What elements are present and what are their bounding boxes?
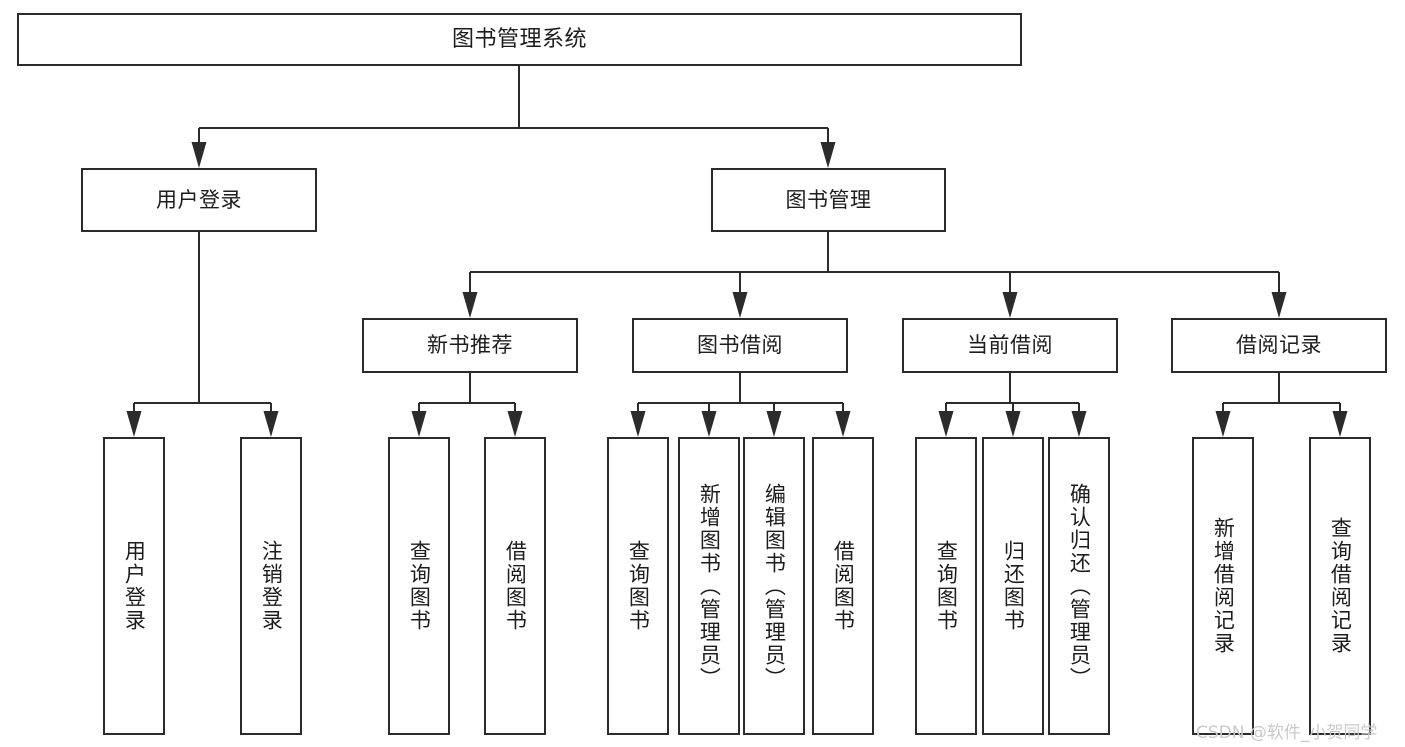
node-root: 图书管理系统 — [17, 13, 1022, 66]
node-leaf-query-borrow-record: 查询借阅记录 — [1309, 437, 1371, 735]
node-label-borrow-record: 借阅记录 — [1236, 333, 1322, 358]
connector-root-to-level2 — [191, 66, 836, 168]
node-label-leaf-borrow-book-recommend: 借阅图书 — [503, 540, 528, 632]
node-leaf-query-book-current: 查询图书 — [915, 437, 977, 735]
node-label-book-borrow: 图书借阅 — [697, 333, 783, 358]
node-user-login: 用户登录 — [81, 168, 317, 232]
node-current-borrow: 当前借阅 — [902, 318, 1118, 373]
node-leaf-edit-book: 编辑图书（管理员） — [743, 437, 805, 735]
node-leaf-user-login: 用户登录 — [103, 437, 165, 735]
node-label-leaf-query-book-current: 查询图书 — [934, 540, 959, 632]
connector-new-book-recommend-to-leaves — [411, 373, 523, 437]
connector-book-borrow-to-leaves — [630, 373, 851, 437]
node-leaf-query-book-recommend: 查询图书 — [388, 437, 450, 735]
node-label-book-management: 图书管理 — [785, 187, 872, 212]
node-new-book-recommend: 新书推荐 — [362, 318, 578, 373]
node-label-leaf-logout: 注销登录 — [259, 540, 284, 632]
watermark: CSDN @软件_小贺同学 — [1196, 723, 1378, 743]
node-book-management: 图书管理 — [711, 168, 946, 232]
node-label-leaf-borrow-book: 借阅图书 — [831, 540, 856, 632]
node-label-leaf-add-book: 新增图书（管理员） — [697, 482, 722, 690]
node-leaf-borrow-book-recommend: 借阅图书 — [484, 437, 546, 735]
node-leaf-add-borrow-record: 新增借阅记录 — [1192, 437, 1254, 735]
node-leaf-return-book: 归还图书 — [982, 437, 1044, 735]
node-book-borrow: 图书借阅 — [632, 318, 848, 373]
node-label-new-book-recommend: 新书推荐 — [427, 333, 513, 358]
node-borrow-record: 借阅记录 — [1171, 318, 1387, 373]
connector-book-management-to-level3 — [462, 232, 1287, 318]
node-label-leaf-return-book: 归还图书 — [1001, 540, 1026, 632]
node-label-leaf-query-book-borrow: 查询图书 — [626, 540, 651, 632]
node-label-leaf-query-borrow-record: 查询借阅记录 — [1328, 517, 1353, 655]
node-label-root: 图书管理系统 — [451, 26, 587, 52]
node-leaf-add-book: 新增图书（管理员） — [678, 437, 740, 735]
connector-user-login-to-leaves — [126, 232, 279, 437]
node-label-current-borrow: 当前借阅 — [967, 333, 1053, 358]
connector-current-borrow-to-leaves — [938, 373, 1087, 437]
node-label-leaf-edit-book: 编辑图书（管理员） — [762, 482, 787, 690]
node-label-leaf-add-borrow-record: 新增借阅记录 — [1211, 517, 1236, 655]
node-leaf-logout: 注销登录 — [240, 437, 302, 735]
node-label-user-login: 用户登录 — [156, 187, 242, 212]
node-leaf-borrow-book: 借阅图书 — [812, 437, 874, 735]
node-leaf-confirm-return: 确认归还（管理员） — [1048, 437, 1110, 735]
node-label-leaf-query-book-recommend: 查询图书 — [407, 540, 432, 632]
node-label-leaf-confirm-return: 确认归还（管理员） — [1067, 482, 1092, 690]
node-label-leaf-user-login: 用户登录 — [122, 540, 147, 632]
connector-borrow-record-to-leaves — [1215, 373, 1348, 437]
node-leaf-query-book-borrow: 查询图书 — [607, 437, 669, 735]
